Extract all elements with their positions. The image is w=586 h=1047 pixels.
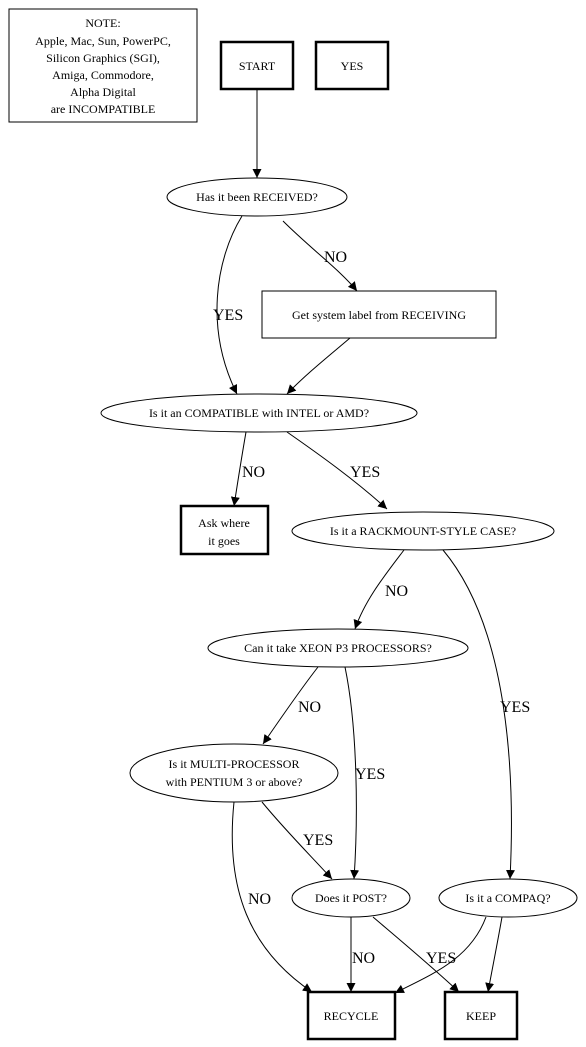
edge-compaq-keep — [485, 916, 503, 993]
post-label: Does it POST? — [315, 891, 387, 905]
recycle-label: RECYCLE — [324, 1009, 379, 1023]
edge-label-multiproc-no: NO — [248, 891, 271, 908]
ask-where-line-2: it goes — [208, 534, 240, 548]
yes-box-node: YES — [314, 40, 390, 91]
edge-rackmount-compaq — [442, 549, 515, 880]
multiproc-line-2: with PENTIUM 3 or above? — [166, 775, 303, 789]
post-node: Does it POST? — [291, 878, 411, 918]
edge-received-getlabel — [282, 220, 358, 292]
xeon-label: Can it take XEON P3 PROCESSORS? — [244, 641, 432, 655]
edge-label-received-no: NO — [324, 249, 347, 266]
note-line-6: are INCOMPATIBLE — [51, 102, 156, 116]
received-node: Has it been RECEIVED? — [166, 177, 348, 217]
note-line-4: Amiga, Commodore, — [52, 68, 154, 82]
edge-xeon-multiproc — [262, 666, 319, 745]
edge-xeon-post — [344, 666, 360, 880]
compaq-node: Is it a COMPAQ? — [438, 878, 578, 918]
edge-label-compatible-no: NO — [242, 464, 265, 481]
edge-compaq-recycle — [394, 916, 487, 994]
note-line-1: NOTE: — [85, 16, 120, 30]
recycle-node: RECYCLE — [306, 990, 397, 1041]
edge-label-received-yes: YES — [213, 307, 243, 324]
compaq-label: Is it a COMPAQ? — [465, 891, 550, 905]
edge-compatible-askwhere — [230, 431, 247, 507]
edge-getlabel-compatible — [286, 337, 351, 395]
note-box: NOTE: Apple, Mac, Sun, PowerPC, Silicon … — [8, 8, 198, 123]
edge-rackmount-xeon — [353, 549, 405, 630]
rackmount-label: Is it a RACKMOUNT-STYLE CASE? — [330, 524, 516, 538]
yes-box-label: YES — [341, 59, 364, 73]
start-node: START — [219, 40, 295, 91]
compatible-label: Is it an COMPATIBLE with INTEL or AMD? — [149, 406, 369, 420]
start-label: START — [239, 59, 276, 73]
get-label-node: Get system label from RECEIVING — [261, 290, 497, 339]
note-line-2: Apple, Mac, Sun, PowerPC, — [35, 34, 171, 48]
edge-multiproc-recycle — [231, 801, 313, 993]
note-line-5: Alpha Digital — [70, 85, 136, 99]
keep-node: KEEP — [443, 990, 519, 1041]
compatible-node: Is it an COMPATIBLE with INTEL or AMD? — [100, 393, 418, 433]
edge-received-compatible — [216, 215, 243, 395]
xeon-node: Can it take XEON P3 PROCESSORS? — [207, 628, 469, 668]
note-line-3: Silicon Graphics (SGI), — [46, 51, 160, 65]
edge-label-xeon-no: NO — [298, 699, 321, 716]
edge-label-post-yes: YES — [426, 950, 456, 967]
ask-where-node: Ask where it goes — [179, 504, 270, 556]
edge-multiproc-post — [261, 801, 333, 880]
edge-post-keep — [372, 916, 460, 993]
edge-label-compatible-yes: YES — [350, 464, 380, 481]
edge-label-post-no: NO — [352, 950, 375, 967]
edge-label-rackmount-yes: YES — [500, 699, 530, 716]
received-label: Has it been RECEIVED? — [196, 190, 318, 204]
keep-label: KEEP — [466, 1009, 496, 1023]
edge-label-xeon-yes: YES — [355, 766, 385, 783]
edge-label-rackmount-no: NO — [385, 583, 408, 600]
get-label-label: Get system label from RECEIVING — [292, 308, 466, 322]
edge-compatible-rackmount — [286, 431, 388, 510]
multiproc-node: Is it MULTI-PROCESSOR with PENTIUM 3 or … — [129, 743, 339, 803]
rackmount-node: Is it a RACKMOUNT-STYLE CASE? — [291, 511, 555, 551]
edge-label-multiproc-yes: YES — [303, 832, 333, 849]
multiproc-line-1: Is it MULTI-PROCESSOR — [169, 757, 300, 771]
ask-where-line-1: Ask where — [198, 516, 250, 530]
